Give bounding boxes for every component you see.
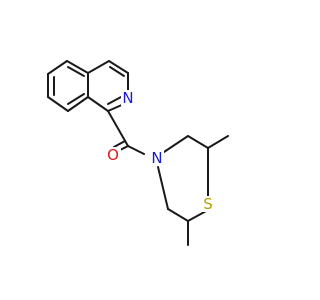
- bond-n-c9-inner: [107, 96, 122, 105]
- bond-c10-o-inner: [113, 140, 126, 148]
- bond-c9-c6: [87, 96, 109, 112]
- nitrogen-amide-label-bg: [150, 150, 164, 166]
- nitrogen-ring-label: N: [122, 89, 133, 107]
- nitrogen-amide-label: N: [151, 149, 162, 167]
- bond-c3-c4: [47, 60, 68, 75]
- bond-c12-methyl: [207, 135, 229, 149]
- bond-c4-c5-inner: [67, 66, 85, 77]
- bond-c14-namide: [157, 166, 169, 210]
- bond-c4-c5: [66, 60, 89, 74]
- bond-c11-c12: [187, 135, 209, 149]
- bond-c10-namide: [127, 145, 145, 155]
- bond-c13-c14: [167, 208, 189, 222]
- bond-namide-c11: [163, 135, 189, 153]
- bond-c6-c1: [67, 96, 89, 112]
- oxygen-label: O: [107, 146, 119, 164]
- molecule-structure-canvas: N O N S: [47, 60, 229, 246]
- bond-c7-c8: [108, 60, 129, 74]
- bond-c1-c2: [47, 96, 69, 112]
- nitrogen-ring-label-bg: [121, 90, 135, 106]
- sulfur-label-bg: [201, 196, 215, 212]
- bond-c6-c1-inner: [67, 93, 85, 105]
- sulfur-label: S: [203, 195, 213, 213]
- oxygen-label-bg: [105, 147, 121, 163]
- bond-c7-c8-inner: [109, 66, 125, 77]
- bond-c5-c7: [87, 60, 110, 74]
- atom-label-layer: N O N S: [105, 89, 215, 213]
- bond-layer: [47, 60, 229, 246]
